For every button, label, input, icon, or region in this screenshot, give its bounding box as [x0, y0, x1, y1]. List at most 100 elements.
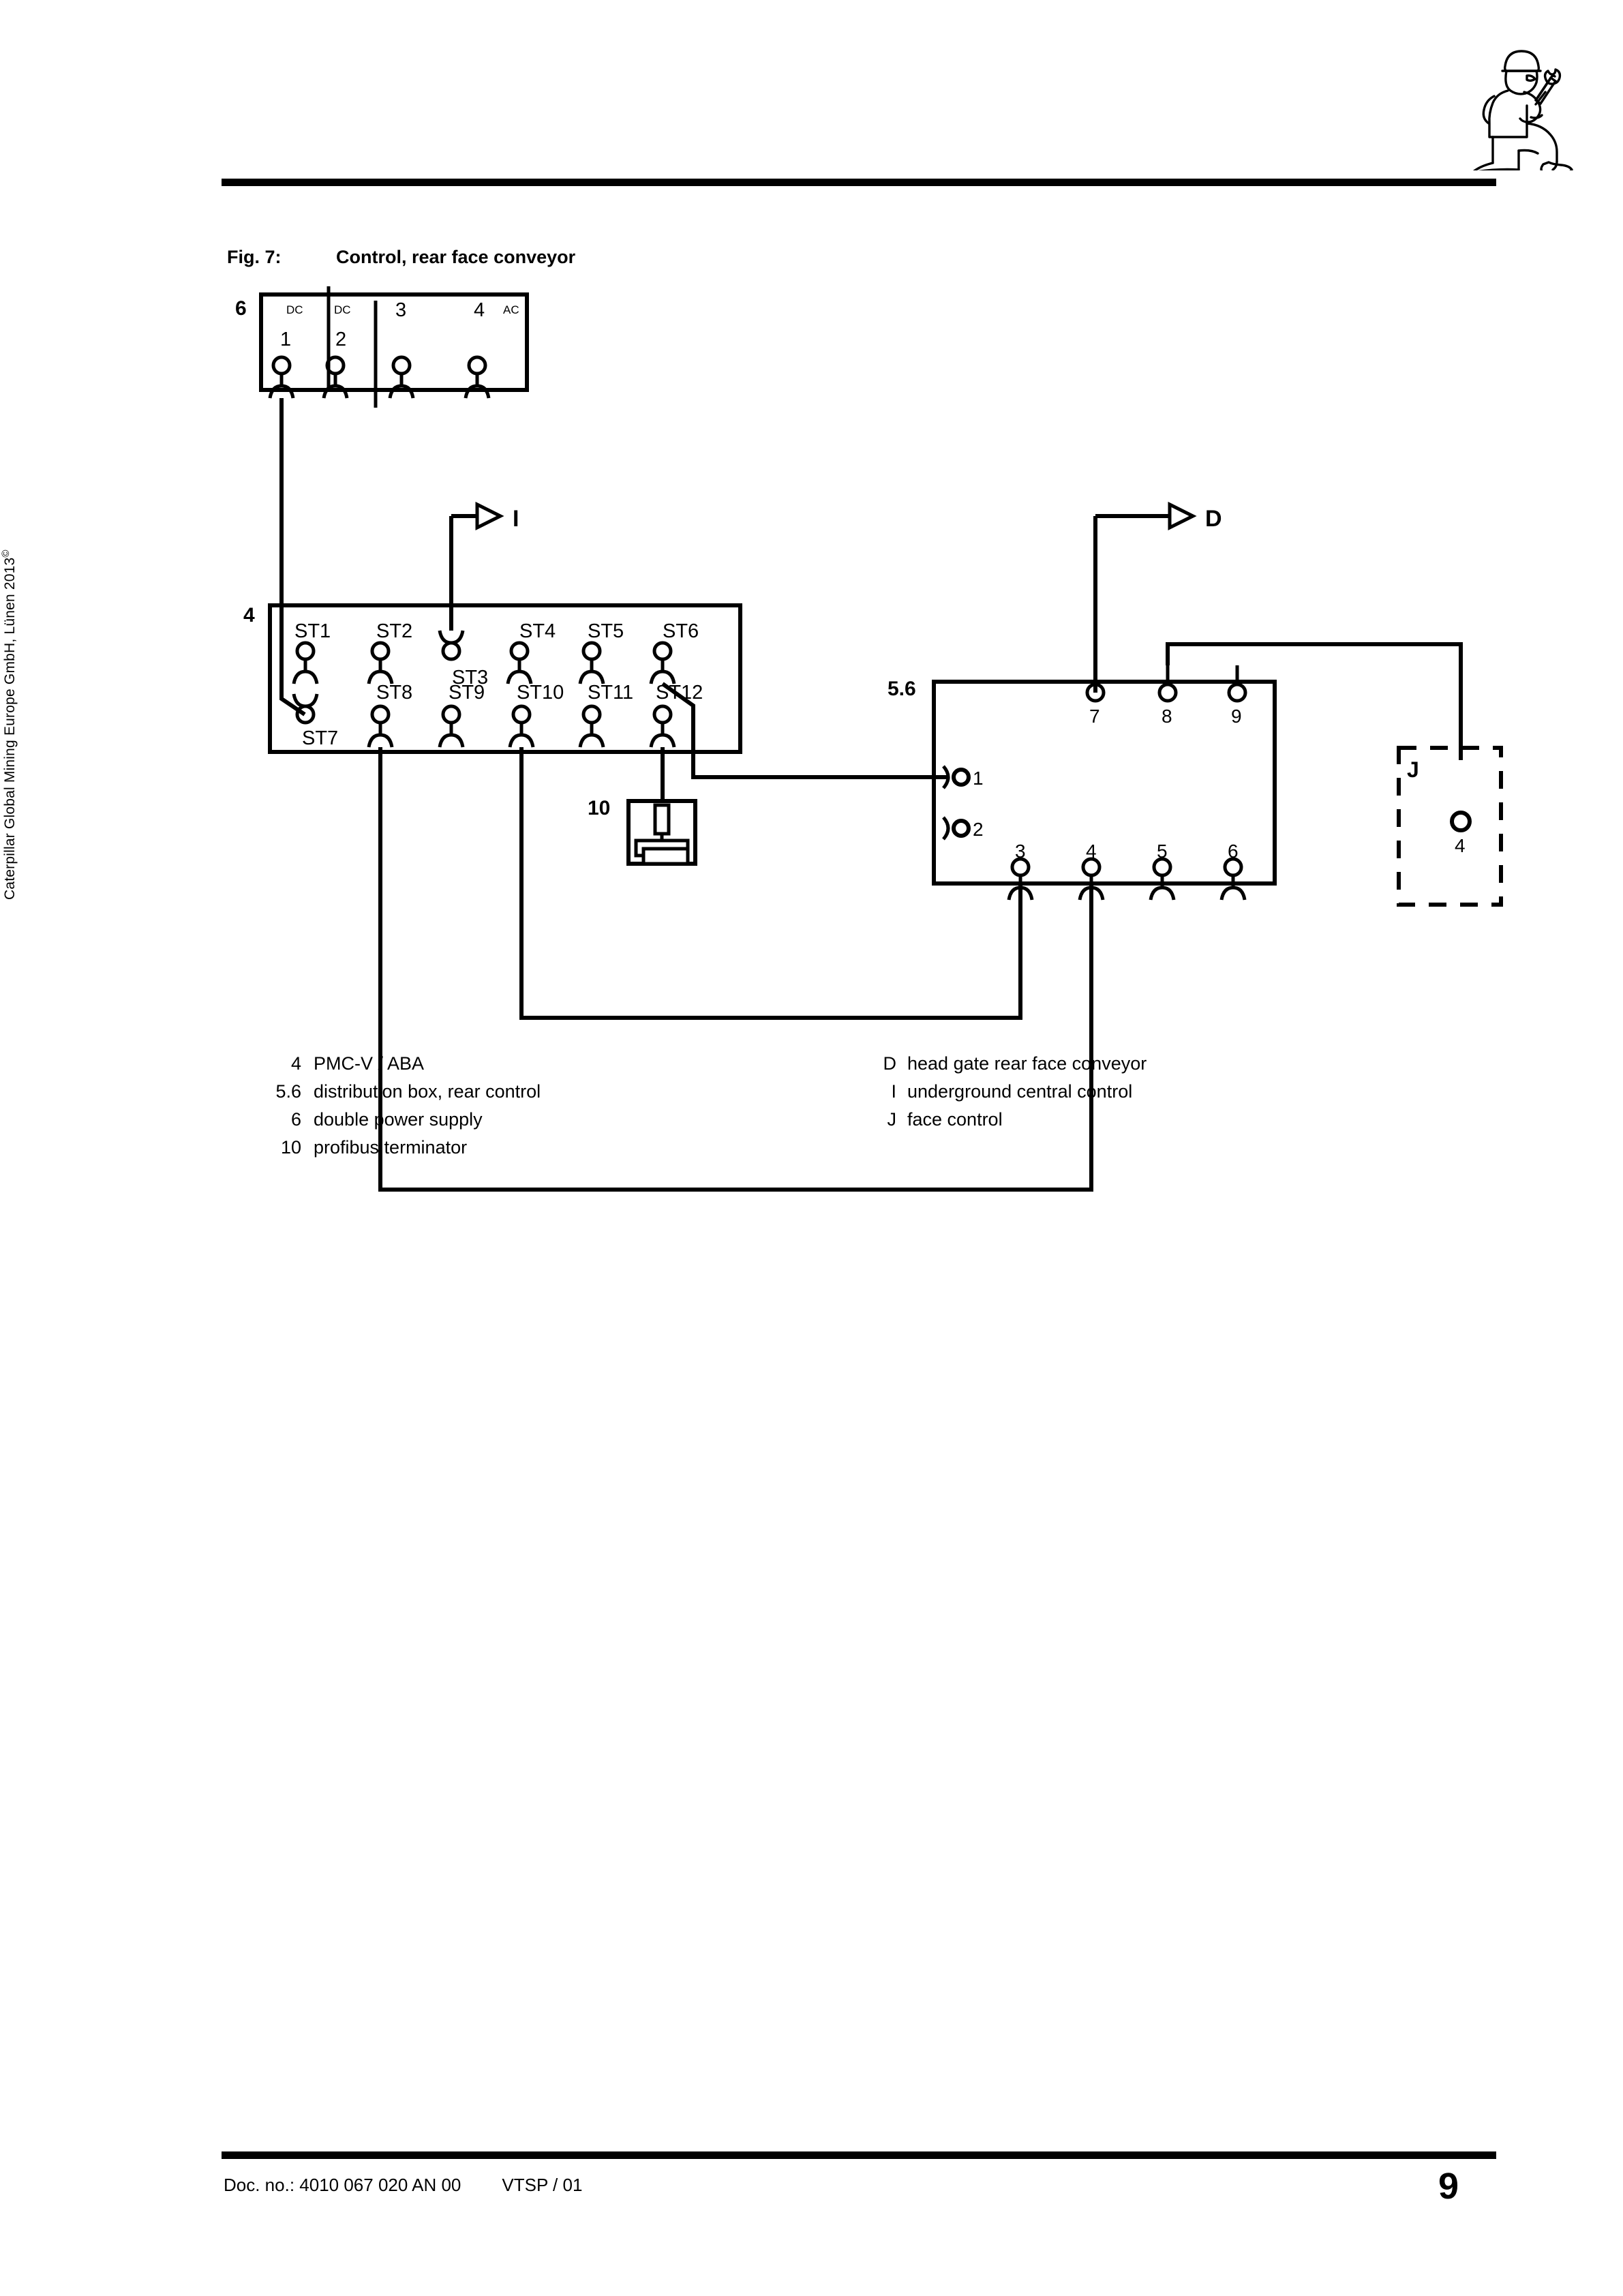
face-control-port-4-label: 4	[1455, 835, 1466, 856]
connector-st4	[508, 643, 531, 684]
legend-description: underground central control	[907, 1081, 1133, 1102]
legend-item: D head gate rear face conveyor	[869, 1053, 1346, 1081]
marker-I-label: I	[513, 506, 519, 532]
copyright-text: Caterpillar Global Mining Europe GmbH, L…	[2, 557, 18, 900]
legend-description: profibus terminator	[314, 1137, 468, 1158]
legend-key: 6	[290, 1109, 301, 1130]
dist-port-1	[943, 766, 969, 788]
connector-st5	[580, 643, 603, 684]
connector-st10	[510, 706, 533, 747]
footer-document-info: Doc. no.: 4010 067 020 AN 00 VTSP / 01	[224, 2175, 582, 2196]
power-supply-port-label-2: 2	[335, 329, 346, 350]
legend-column-right: D head gate rear face conveyor I undergr…	[869, 1053, 1346, 1137]
pmcv-aba-box: 4 ST1 ST2 ST3 ST4 ST5 ST6 ST7 ST8 ST9 ST…	[243, 603, 742, 754]
double-power-supply-box: DC DC 3 4 AC 1 2 6	[235, 286, 529, 408]
copyright-sidebar: Caterpillar Global Mining Europe GmbH, L…	[0, 423, 18, 900]
legend-description: PMC-V / ABA	[314, 1053, 425, 1074]
connector-st2	[369, 643, 392, 684]
control-rear-face-conveyor-schematic: DC DC 3 4 AC 1 2 6 I D	[235, 286, 1503, 1192]
dist-port-2	[943, 817, 969, 839]
dist-port-5	[1151, 859, 1174, 900]
label-st11: ST11	[588, 682, 633, 704]
wire-st8-to-dist-port4	[378, 747, 1093, 1192]
marker-D: D	[1093, 504, 1222, 693]
legend-description: face control	[907, 1109, 1003, 1130]
dist-port-7-label: 7	[1089, 706, 1100, 727]
label-st6: ST6	[663, 620, 699, 642]
label-st1: ST1	[294, 620, 331, 642]
page-number: 9	[1438, 2166, 1459, 2207]
label-st10: ST10	[517, 682, 564, 704]
legend-item: 4 PMC-V / ABA	[259, 1053, 750, 1081]
label-st7: ST7	[302, 727, 338, 749]
dist-port-9-label: 9	[1231, 706, 1242, 727]
power-supply-ref-label: 6	[235, 297, 247, 320]
footer-rule	[222, 2151, 1496, 2159]
label-st2: ST2	[376, 620, 412, 642]
connector-st12	[651, 706, 674, 747]
dist-port-1-label: 1	[973, 768, 984, 789]
kneeling-worker-with-wrench-icon	[1472, 50, 1573, 170]
wire-st10-to-dist-port3	[519, 747, 1022, 1020]
legend-item: 6 double power supply	[259, 1109, 750, 1137]
header-rule	[222, 179, 1496, 186]
legend-item: 10 profibus terminator	[259, 1137, 750, 1165]
marker-D-label: D	[1205, 506, 1222, 532]
face-control-port-4	[1450, 811, 1472, 832]
connector-st3	[440, 631, 463, 659]
legend-key: J	[887, 1109, 897, 1130]
power-supply-top-label-3: 3	[395, 299, 406, 321]
figure-number: Fig. 7:	[227, 247, 282, 267]
dist-port-3-label: 3	[1015, 841, 1026, 862]
connector-st1	[294, 643, 317, 684]
dist-port-4-label: 4	[1086, 841, 1097, 862]
dist-port-6	[1222, 859, 1245, 900]
label-st3: ST3	[452, 667, 488, 689]
figure-title: Control, rear face conveyor	[336, 247, 576, 267]
connector-st9	[440, 706, 463, 747]
legend-description: double power supply	[314, 1109, 483, 1130]
dist-port-2-label: 2	[973, 819, 984, 840]
dist-port-6-label: 6	[1228, 841, 1239, 862]
wire-power1-to-st7	[279, 398, 306, 716]
legend-item: 5.6 distribution box, rear control	[259, 1081, 750, 1109]
legend-key: 10	[280, 1137, 301, 1158]
legend-item: I underground central control	[869, 1081, 1346, 1109]
terminator-ref-label: 10	[588, 797, 610, 819]
connector-st6	[651, 643, 674, 684]
connector-st11	[580, 706, 603, 747]
footer-doc-number: Doc. no.: 4010 067 020 AN 00	[224, 2175, 461, 2195]
legend-key: 5.6	[275, 1081, 301, 1102]
face-control-box: J 4	[1397, 746, 1503, 907]
wire-st6-to-dist-port1	[661, 682, 947, 779]
pmcv-ref-label: 4	[243, 604, 255, 626]
marker-I: I	[449, 504, 519, 614]
legend-key: I	[891, 1081, 896, 1102]
power-supply-top-label-dc1: DC	[286, 303, 303, 316]
dist-port-5-label: 5	[1157, 841, 1168, 862]
legend-key: D	[883, 1053, 897, 1074]
copyright-mark: ©	[0, 549, 12, 558]
legend-description: head gate rear face conveyor	[907, 1053, 1147, 1074]
power-supply-top-label-ac: AC	[503, 303, 519, 316]
label-st9: ST9	[449, 682, 485, 704]
legend-description: distribution box, rear control	[314, 1081, 541, 1102]
legend-item: J face control	[869, 1109, 1346, 1137]
label-st4: ST4	[519, 620, 556, 642]
face-control-ref-label: J	[1407, 757, 1419, 782]
label-st5: ST5	[588, 620, 624, 642]
power-supply-port-label-1: 1	[280, 329, 291, 350]
legend-column-left: 4 PMC-V / ABA 5.6 distribution box, rear…	[259, 1053, 750, 1165]
profibus-terminator: 10	[588, 797, 697, 866]
distribution-ref-label: 5.6	[888, 678, 916, 700]
label-st8: ST8	[376, 682, 412, 704]
dist-port-8-label: 8	[1162, 706, 1172, 727]
footer-revision: VTSP / 01	[502, 2175, 583, 2195]
wire-dist-port8-to-face-control	[1166, 642, 1463, 760]
legend-key: 4	[290, 1053, 301, 1074]
power-supply-top-label-4: 4	[474, 299, 485, 321]
distribution-box: 5.6 7 8 9 1 2 3 4 5 6	[888, 665, 1277, 900]
power-supply-top-label-dc2: DC	[334, 303, 351, 316]
figure-caption: Fig. 7: Control, rear face conveyor	[227, 247, 575, 268]
